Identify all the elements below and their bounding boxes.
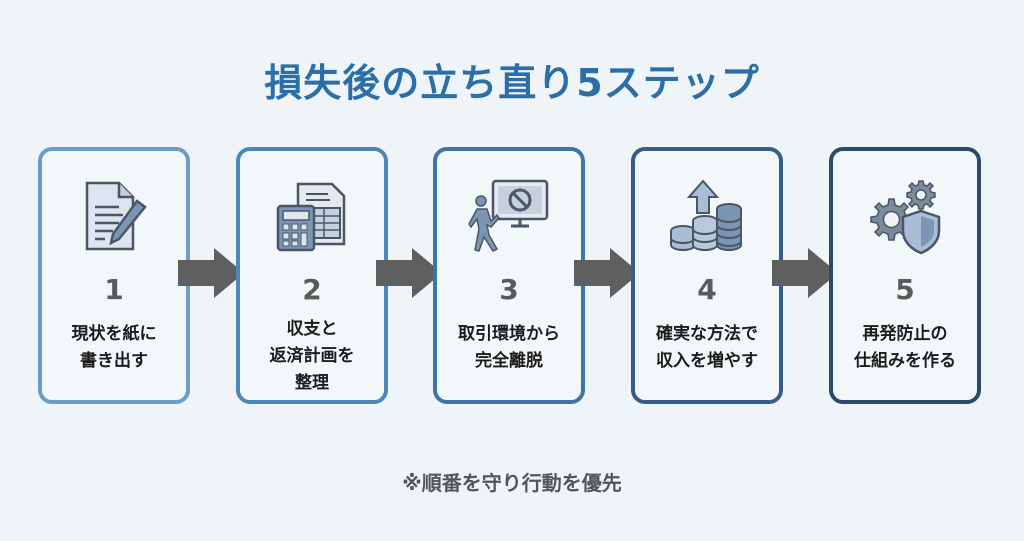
step-card-5: 5 再発防止の 仕組みを作る — [829, 147, 981, 404]
arrow-right-icon — [574, 248, 640, 298]
document-pen-icon — [42, 177, 186, 257]
coins-growth-icon — [635, 177, 779, 257]
calculator-spreadsheet-icon — [240, 177, 384, 257]
step-number: 4 — [697, 273, 717, 306]
step-label: 取引環境から 完全離脱 — [458, 324, 560, 371]
footnote: ※順番を守り行動を優先 — [402, 471, 622, 495]
arrow-right-icon — [178, 248, 244, 298]
step-card-3: 3 取引環境から 完全離脱 — [433, 147, 585, 404]
step-label: 確実な方法で 収入を増やす — [656, 324, 758, 371]
step-card-1: 1 現状を紙に 書き出す — [38, 147, 190, 404]
step-label: 再発防止の 仕組みを作る — [854, 324, 956, 371]
step-number: 2 — [302, 273, 322, 306]
step-number: 3 — [499, 273, 519, 306]
step-label: 収支と 返済計画を 整理 — [269, 319, 355, 393]
arrow-right-icon — [376, 248, 442, 298]
gears-shield-icon — [833, 177, 977, 257]
step-number: 1 — [104, 273, 124, 306]
step-card-2: 2 収支と 返済計画を 整理 — [236, 147, 388, 404]
page-title: 損失後の立ち直り5ステップ — [264, 61, 760, 105]
step-label: 現状を紙に 書き出す — [71, 324, 157, 371]
step-number: 5 — [895, 273, 915, 306]
walk-away-monitor-icon — [437, 177, 581, 257]
step-card-4: 4 確実な方法で 収入を増やす — [631, 147, 783, 404]
arrow-right-icon — [772, 248, 838, 298]
